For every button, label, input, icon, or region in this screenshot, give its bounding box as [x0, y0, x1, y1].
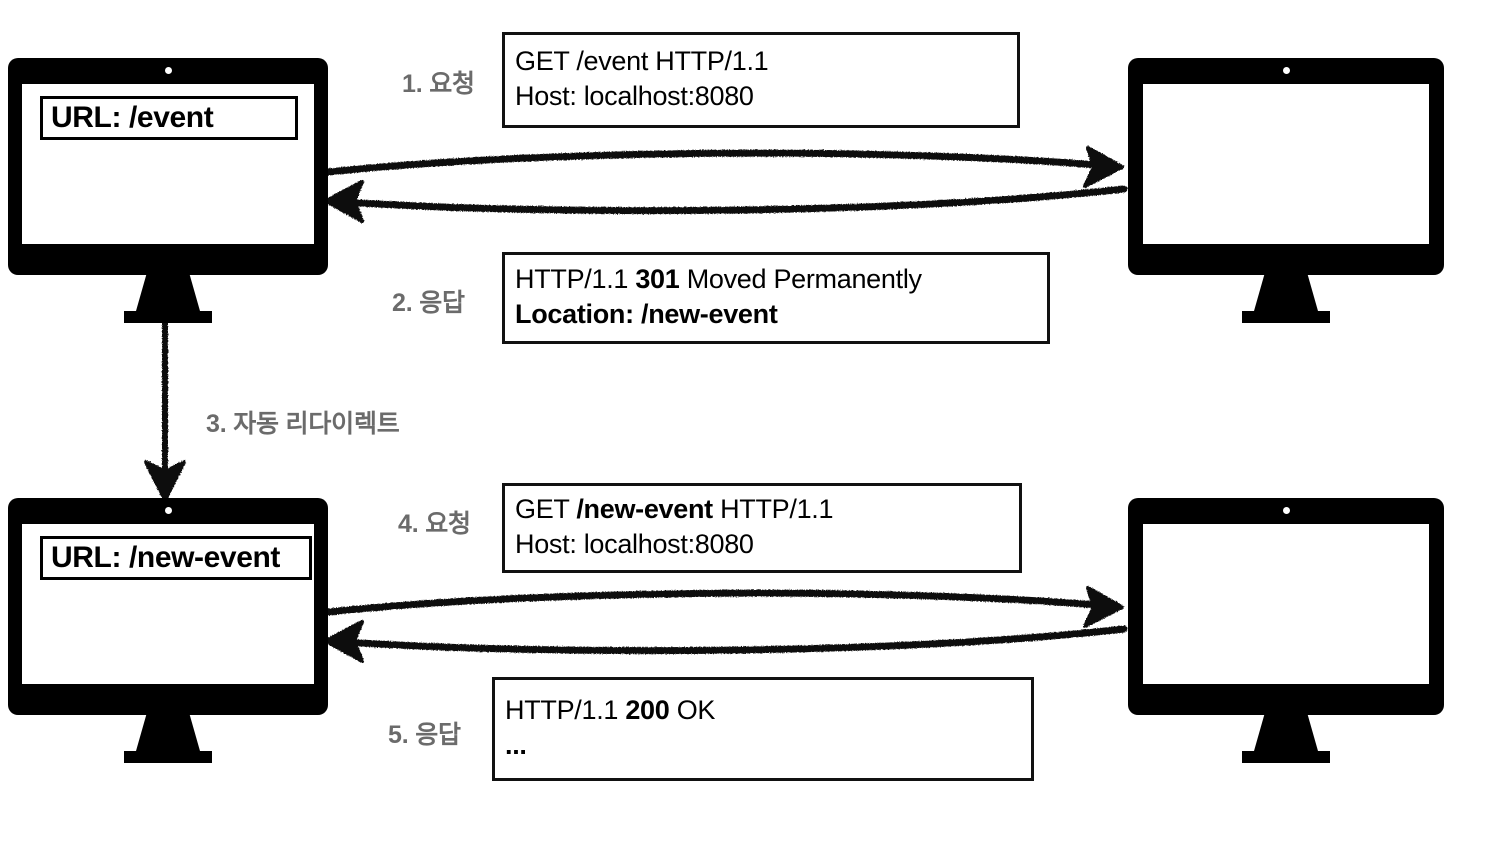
- request-4-path: /new-event: [576, 493, 713, 524]
- response-2-location-value: Location: /new-event: [515, 299, 778, 329]
- webcam-dot: [164, 507, 172, 514]
- monitor-base: [124, 311, 212, 323]
- step-label-4: 4. 요청: [398, 510, 471, 538]
- response-2-status-line: HTTP/1.1 301 Moved Permanently: [515, 262, 1037, 297]
- request-4-host-header: Host: localhost:8080: [515, 529, 754, 559]
- webcam-dot: [164, 67, 172, 74]
- message-box-request-4: GET /new-event HTTP/1.1 Host: localhost:…: [502, 483, 1022, 573]
- response-5-status-code: 200: [625, 694, 670, 725]
- monitor-neck: [1254, 275, 1318, 311]
- monitor-screen: [1143, 524, 1429, 684]
- monitor-base: [124, 751, 212, 763]
- webcam-dot: [1282, 67, 1290, 74]
- server-monitor-bottom: [1128, 498, 1444, 763]
- message-box-response-5: HTTP/1.1 200 OK ...: [492, 677, 1034, 781]
- response-2-status-code: 301: [635, 263, 680, 294]
- response-5-reason-phrase: OK: [669, 694, 716, 725]
- message-box-request-1: GET /event HTTP/1.1 Host: localhost:8080: [502, 32, 1020, 128]
- url-bar-text: URL: /new-event: [51, 541, 281, 574]
- server-monitor-top: [1128, 58, 1444, 323]
- request-4-version: HTTP/1.1: [712, 493, 834, 524]
- monitor-screen: URL: /event: [22, 84, 314, 244]
- monitor-base: [1242, 311, 1330, 323]
- step-label-2: 2. 응답: [392, 289, 465, 317]
- step-label-1: 1. 요청: [402, 70, 475, 98]
- url-bar-event[interactable]: URL: /event: [40, 96, 298, 140]
- monitor-neck: [1254, 715, 1318, 751]
- response-5-status-line: HTTP/1.1 200 OK: [505, 693, 1021, 728]
- response-5-body-ellipsis: ...: [505, 728, 1021, 763]
- request-4-line-2: Host: localhost:8080: [515, 527, 1009, 562]
- url-bar-text: URL: /event: [51, 101, 214, 134]
- response-5-ellipsis-text: ...: [505, 730, 527, 760]
- monitor-neck: [136, 275, 200, 311]
- response-2-reason-phrase: Moved Permanently: [679, 263, 922, 294]
- response-5-version: HTTP/1.1: [505, 694, 626, 725]
- step-label-3: 3. 자동 리다이렉트: [206, 410, 400, 438]
- request-1-start-line: GET /event HTTP/1.1: [515, 45, 769, 76]
- request-4-method: GET: [515, 493, 577, 524]
- monitor-base: [1242, 751, 1330, 763]
- step-label-5: 5. 응답: [388, 721, 461, 749]
- response-2-version: HTTP/1.1: [515, 263, 636, 294]
- message-box-response-2: HTTP/1.1 301 Moved Permanently Location:…: [502, 252, 1050, 344]
- request-4-line-1: GET /new-event HTTP/1.1: [515, 492, 1009, 527]
- client-monitor-top: URL: /event: [8, 58, 328, 323]
- request-1-host-header: Host: localhost:8080: [515, 81, 754, 111]
- monitor-neck: [136, 715, 200, 751]
- webcam-dot: [1282, 507, 1290, 514]
- monitor-screen: URL: /new-event: [22, 524, 314, 684]
- monitor-screen: [1143, 84, 1429, 244]
- request-1-line-1: GET /event HTTP/1.1: [515, 44, 1007, 79]
- request-1-line-2: Host: localhost:8080: [515, 79, 1007, 114]
- client-monitor-bottom: URL: /new-event: [8, 498, 328, 763]
- response-2-location-header: Location: /new-event: [515, 297, 1037, 332]
- url-bar-new-event[interactable]: URL: /new-event: [40, 536, 312, 580]
